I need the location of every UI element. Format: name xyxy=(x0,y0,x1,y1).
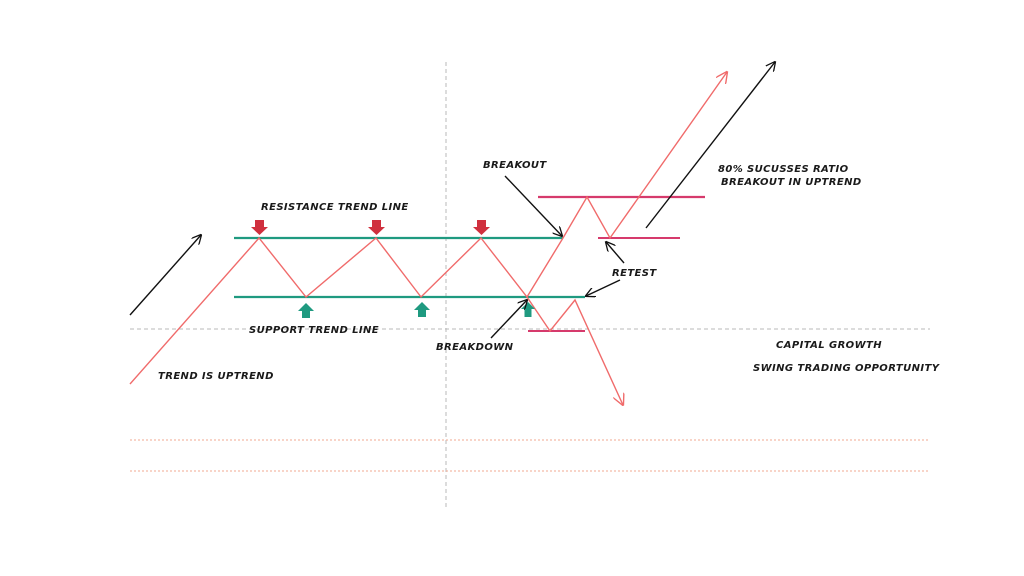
uptrend-arrow xyxy=(129,235,201,316)
swing-trading-label: SWING TRADING OPPORTUNITY xyxy=(753,363,941,374)
resistance-touch-down-arrow-icon xyxy=(368,220,385,235)
resistance-touch-down-arrow-icon xyxy=(251,220,268,235)
support-touch-up-arrow-icon xyxy=(298,303,314,318)
retest-pointer-arrow xyxy=(606,242,625,264)
breakout-pointer-arrow xyxy=(504,175,562,236)
trend-label: TREND IS UPTREND xyxy=(158,371,274,382)
retest-label: RETEST xyxy=(612,268,657,279)
breakout-label: BREAKOUT xyxy=(483,160,547,171)
breakdown-retest-pointer-arrow xyxy=(586,279,621,296)
breakdown-pointer-arrow xyxy=(490,300,527,339)
breakdown-path xyxy=(526,296,623,405)
capital-growth-label: CAPITAL GROWTH xyxy=(776,340,882,351)
price-path xyxy=(129,72,727,385)
success-ratio-label-line-1: 80% SUCUSSES RATIO xyxy=(718,164,849,175)
support-touch-up-arrow-icon xyxy=(414,302,430,317)
breakdown-label: BREAKDOWN xyxy=(436,342,514,353)
resistance-label: RESISTANCE TREND LINE xyxy=(261,202,409,213)
success-ratio-arrow xyxy=(645,62,775,229)
success-ratio-label-line-2: BREAKOUT IN UPTREND xyxy=(721,177,862,188)
guide-lines xyxy=(130,62,930,510)
resistance-touch-down-arrow-icon xyxy=(473,220,490,235)
support-label: SUPPORT TREND LINE xyxy=(249,325,379,336)
